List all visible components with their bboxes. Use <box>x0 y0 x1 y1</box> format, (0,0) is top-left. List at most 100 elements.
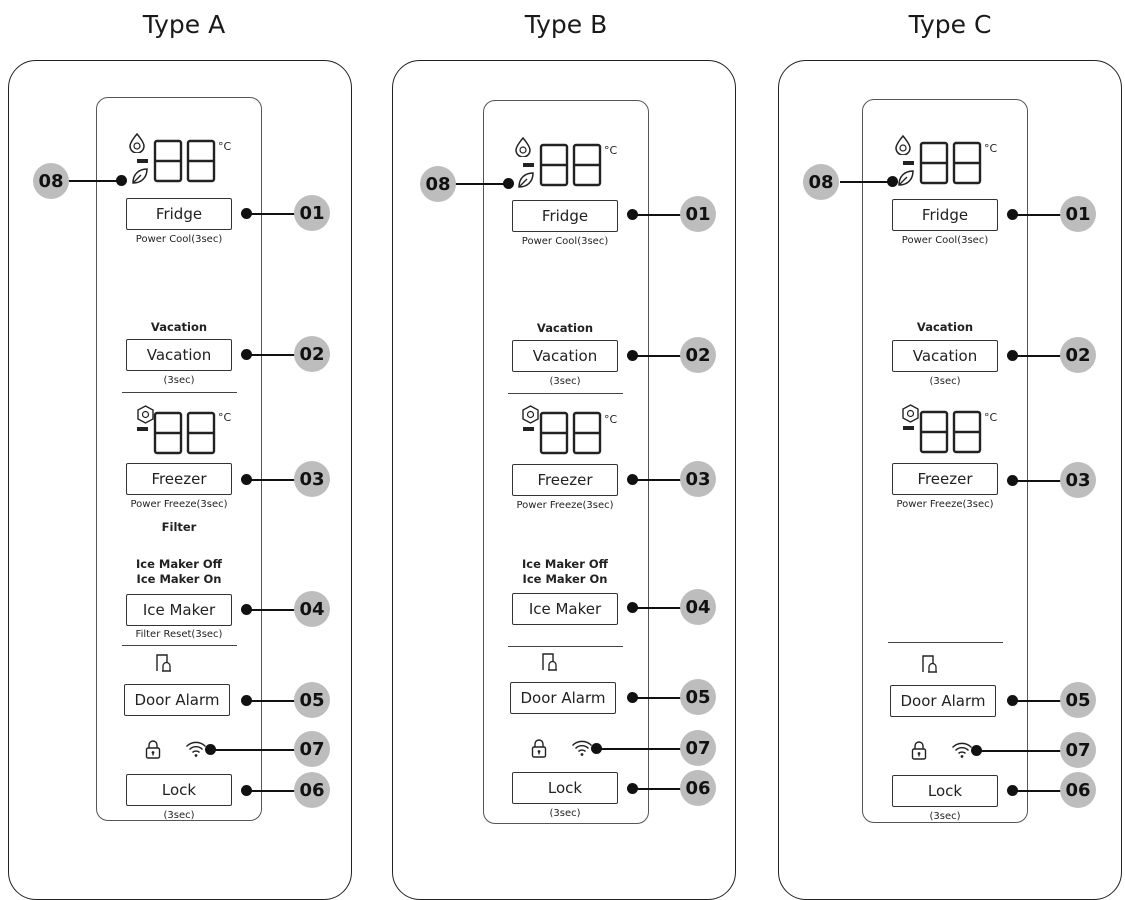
fridge-sub-label: Power Cool(3sec) <box>521 236 609 247</box>
callout-06-dot <box>1007 785 1018 796</box>
separator-line <box>122 392 237 393</box>
callout-08-leader <box>455 183 509 185</box>
callout-02-dot <box>241 349 252 360</box>
ice-maker-off-label: Ice Maker Off <box>521 557 608 571</box>
fridge-sub-label: Power Cool(3sec) <box>901 235 989 246</box>
callout-06-badge: 06 <box>1060 772 1096 808</box>
ice-maker-on-label: Ice Maker On <box>522 572 608 586</box>
callout-02-leader <box>1014 355 1068 357</box>
fridge-button[interactable]: Fridge <box>512 200 618 232</box>
filter-label: Filter <box>161 520 197 534</box>
door-bell-icon <box>542 653 557 671</box>
type-c-title: Type C <box>908 10 992 39</box>
callout-07-leader <box>212 749 302 751</box>
fridge-button[interactable]: Fridge <box>126 198 232 230</box>
callout-06-badge: 06 <box>680 770 716 806</box>
lock-sub-label: (3sec) <box>163 810 195 821</box>
vacation-label: Vacation <box>150 320 208 334</box>
callout-05-dot <box>627 692 638 703</box>
callout-03-dot <box>1007 475 1018 486</box>
ice-maker-button[interactable]: Ice Maker <box>126 594 232 626</box>
water-drop-icon <box>895 135 911 155</box>
callout-07-leader <box>598 748 688 750</box>
callout-04-dot <box>627 602 638 613</box>
lock-icon <box>145 740 161 759</box>
freezer-temp-digits <box>523 411 602 455</box>
callout-01-leader <box>1014 214 1068 216</box>
callout-05-badge: 05 <box>1060 682 1096 718</box>
vacation-button[interactable]: Vacation <box>126 339 232 371</box>
freezer-snowflake-icon <box>522 405 539 424</box>
callout-06-leader <box>248 790 302 792</box>
callout-01-badge: 01 <box>1060 196 1096 232</box>
callout-02-leader <box>248 354 302 356</box>
door-alarm-button[interactable]: Door Alarm <box>510 682 616 714</box>
freezer-button[interactable]: Freezer <box>892 463 998 495</box>
fridge-temp-digits <box>137 139 216 183</box>
leaf-icon <box>898 170 914 186</box>
door-alarm-button[interactable]: Door Alarm <box>890 685 996 717</box>
callout-06-dot <box>241 785 252 796</box>
fridge-temp-digits <box>903 141 982 185</box>
door-bell-icon <box>922 655 937 673</box>
callout-02-dot <box>1007 350 1018 361</box>
lock-sub-label: (3sec) <box>549 808 581 819</box>
ice-maker-sub-label: Filter Reset(3sec) <box>135 629 223 640</box>
ice-maker-off-label: Ice Maker Off <box>135 557 222 571</box>
callout-04-badge: 04 <box>680 589 716 625</box>
callout-02-badge: 02 <box>294 336 330 372</box>
door-alarm-button[interactable]: Door Alarm <box>124 684 230 716</box>
callout-07-badge: 07 <box>680 730 716 766</box>
ice-maker-button[interactable]: Ice Maker <box>512 593 618 625</box>
vacation-button[interactable]: Vacation <box>892 340 998 372</box>
callout-05-badge: 05 <box>680 679 716 715</box>
callout-01-dot <box>627 209 638 220</box>
callout-02-dot <box>627 350 638 361</box>
lock-sub-label: (3sec) <box>929 811 961 822</box>
fridge-unit: °C <box>984 142 998 155</box>
callout-02-leader <box>634 355 688 357</box>
freezer-sub-label: Power Freeze(3sec) <box>516 500 614 511</box>
door-bell-icon <box>156 654 171 672</box>
leaf-icon <box>518 172 534 188</box>
callout-06-badge: 06 <box>294 772 330 808</box>
wifi-icon <box>951 742 973 758</box>
callout-06-leader <box>1014 790 1068 792</box>
callout-08-dot <box>503 178 514 189</box>
water-drop-icon <box>515 137 531 157</box>
callout-05-leader <box>1014 700 1068 702</box>
callout-03-badge: 03 <box>680 461 716 497</box>
freezer-button[interactable]: Freezer <box>126 463 232 495</box>
fridge-button[interactable]: Fridge <box>892 199 998 231</box>
callout-07-dot <box>591 743 602 754</box>
freezer-snowflake-icon <box>902 404 919 423</box>
type-a-title: Type A <box>142 10 226 39</box>
callout-03-badge: 03 <box>294 461 330 497</box>
lock-button[interactable]: Lock <box>126 774 232 806</box>
lock-button[interactable]: Lock <box>892 775 998 807</box>
callout-04-leader <box>634 607 688 609</box>
fridge-temp-digits <box>523 143 602 187</box>
freezer-snowflake-icon <box>137 405 154 424</box>
freezer-unit: °C <box>984 411 998 424</box>
vacation-sub-label: (3sec) <box>163 375 195 386</box>
wifi-icon <box>571 740 593 756</box>
vacation-button[interactable]: Vacation <box>512 340 618 372</box>
callout-01-badge: 01 <box>294 195 330 231</box>
wifi-icon <box>185 741 207 757</box>
freezer-button[interactable]: Freezer <box>512 464 618 496</box>
callout-07-dot <box>971 745 982 756</box>
callout-02-badge: 02 <box>1060 337 1096 373</box>
callout-08-badge: 08 <box>420 166 456 202</box>
freezer-sub-label: Power Freeze(3sec) <box>896 499 994 510</box>
callout-08-badge: 08 <box>33 163 69 199</box>
callout-03-leader <box>634 479 688 481</box>
callout-05-leader <box>248 700 302 702</box>
type-b-display-panel <box>483 100 649 824</box>
freezer-sub-label: Power Freeze(3sec) <box>130 499 228 510</box>
lock-button[interactable]: Lock <box>512 772 618 804</box>
vacation-label: Vacation <box>536 321 594 335</box>
type-b-title: Type B <box>524 10 608 39</box>
lock-icon <box>531 739 547 758</box>
callout-01-dot <box>241 208 252 219</box>
